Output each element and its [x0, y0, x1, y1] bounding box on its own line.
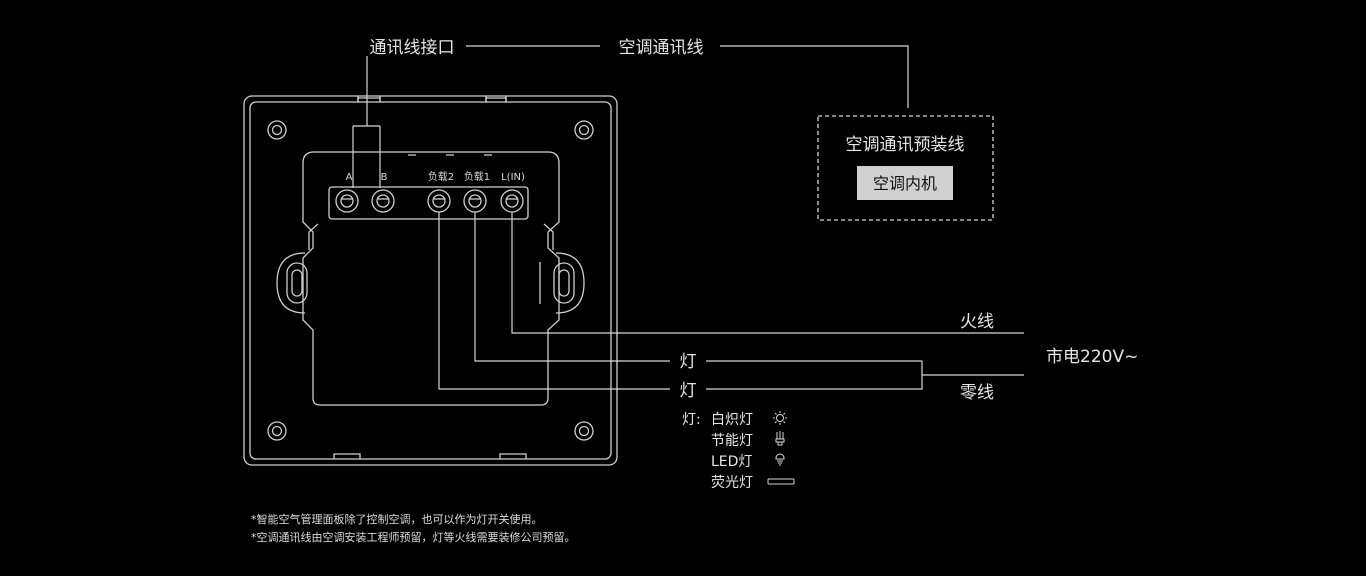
svg-text:B: B [381, 172, 388, 183]
mounting-ear-right [539, 252, 585, 314]
terminal-a: A [335, 172, 359, 213]
mains-label: 市电220V~ [1046, 347, 1138, 367]
comm-wire [352, 45, 909, 188]
lamp-label-2: 灯 [680, 381, 697, 401]
svg-text:负载1: 负载1 [464, 170, 490, 183]
lamp-type-fluorescent: 荧光灯 [711, 474, 753, 491]
screw-hole-top-left [267, 120, 287, 140]
ac-comm-line-label: 空调通讯线 [619, 38, 704, 58]
ac-indoor-unit-box [857, 166, 953, 200]
incandescent-bulb-icon [773, 411, 787, 425]
ac-prewire-box: 空调通讯预装线 空调内机 [817, 115, 994, 221]
screw-hole-bottom-right [574, 421, 594, 441]
ac-prewire-title: 空调通讯预装线 [846, 135, 965, 155]
lamp-type-incandescent: 白炽灯 [711, 412, 753, 428]
comm-port-label: 通讯线接口 [370, 38, 455, 58]
ac-indoor-unit-label: 空调内机 [873, 174, 937, 193]
terminal-load2: 负载2 [427, 170, 454, 213]
mounting-ear-left [276, 252, 308, 314]
svg-text:L(IN): L(IN) [501, 172, 525, 183]
power-wires [438, 212, 1024, 390]
svg-text:负载2: 负载2 [428, 170, 454, 183]
neutral-wire-label: 零线 [960, 383, 994, 403]
lamp-label-1: 灯 [680, 352, 697, 372]
cfl-bulb-icon [775, 431, 785, 446]
screw-hole-top-right [574, 120, 594, 140]
switch-panel-back [243, 95, 618, 466]
lamp-legend: 灯: 白炽灯 节能灯 LED灯 荧光灯 [682, 411, 795, 491]
lamp-type-led: LED灯 [711, 454, 752, 470]
footnote-2: *空调通讯线由空调安装工程师预留，灯等火线需要装修公司预留。 [251, 530, 576, 544]
led-bulb-icon [775, 453, 785, 466]
fluorescent-tube-icon [767, 478, 795, 485]
lamp-legend-prefix: 灯: [682, 412, 701, 428]
terminal-b: B [371, 172, 395, 213]
terminal-l-in: L(IN) [500, 172, 525, 213]
live-wire-label: 火线 [960, 312, 994, 332]
svg-text:A: A [346, 172, 353, 183]
screw-hole-bottom-left [267, 421, 287, 441]
footnote-1: *智能空气管理面板除了控制空调，也可以作为灯开关使用。 [251, 512, 543, 526]
terminal-load1: 负载1 [463, 170, 490, 213]
lamp-type-cfl: 节能灯 [711, 433, 753, 449]
